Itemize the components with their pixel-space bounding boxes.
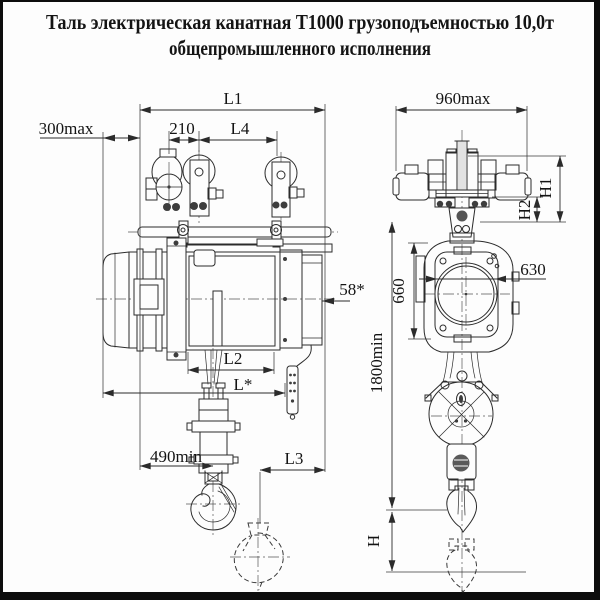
hook-block-front [424, 370, 499, 491]
rail-beam-side [137, 220, 332, 248]
beam-front [435, 140, 489, 198]
title-block: Таль электрическая канатная Т1000 грузоп… [46, 10, 555, 60]
dim-label-300max: 300max [39, 119, 94, 138]
dim-label-l-star: L* [234, 375, 253, 394]
sheet-paper [3, 2, 594, 592]
hoist-body-front [415, 232, 520, 383]
front-view [392, 140, 532, 593]
dim-label-960max: 960max [436, 89, 491, 108]
hook-front-dashed [446, 538, 477, 593]
title-line-2: общепромышленного исполнения [169, 36, 431, 60]
dim-label-l4: L4 [231, 119, 250, 138]
trolley-front [392, 148, 532, 238]
hook-block-side [186, 382, 241, 482]
side-view [102, 148, 333, 591]
dim-label-h1: H1 [536, 178, 555, 199]
dim-label-58: 58* [339, 280, 365, 299]
dim-label-h2: H2 [515, 200, 534, 221]
dim-label-h: H [364, 535, 383, 547]
trolley-side [145, 148, 305, 218]
dimension-labels: L1 300max 210 L4 960max 58* L2 L* 490min… [39, 89, 555, 547]
dim-label-660: 660 [389, 278, 408, 304]
dim-label-630: 630 [520, 260, 546, 279]
dim-label-l2: L2 [224, 349, 243, 368]
hook-front [446, 485, 477, 533]
dimension-lines [40, 104, 566, 573]
dim-label-l1: L1 [224, 89, 243, 108]
dim-label-1800min: 1800min [367, 332, 386, 393]
dim-label-210: 210 [169, 119, 195, 138]
hook-side-dashed [233, 522, 284, 591]
hook-side [190, 470, 237, 531]
dim-label-l3: L3 [285, 449, 304, 468]
dim-label-490min: 490min [150, 447, 202, 466]
title-line-1: Таль электрическая канатная Т1000 грузоп… [46, 10, 555, 34]
pendant-control [286, 344, 312, 420]
